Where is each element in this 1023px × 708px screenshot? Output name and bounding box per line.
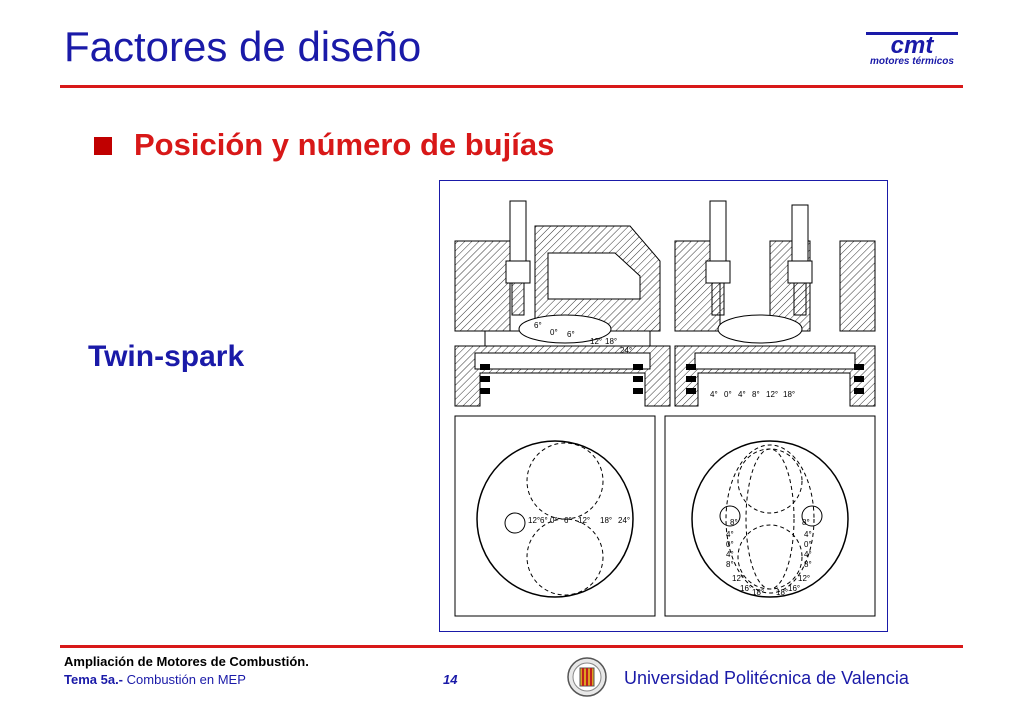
right-top-right-label: 8° xyxy=(802,518,810,527)
left-section-label: 6° xyxy=(567,330,575,339)
left-section-label: 0° xyxy=(550,328,558,337)
left-section-label: 6° xyxy=(534,321,542,330)
header-divider xyxy=(60,85,963,88)
right-section-label: 12° xyxy=(766,390,778,399)
single-spark-section: 6° 0° 6° 12° 18° 24° xyxy=(454,200,671,407)
tema-text: Combustión en MEP xyxy=(126,672,246,687)
bullet-heading: Posición y número de bujías xyxy=(134,127,555,162)
left-top-label: 6° xyxy=(540,516,548,525)
page-number: 14 xyxy=(443,672,458,687)
tema-label: Tema 5a.- xyxy=(64,672,124,687)
right-section-label: 18° xyxy=(783,390,795,399)
right-top-view-frame xyxy=(664,415,876,617)
twin-spark-section: 4° 0° 4° 8° 12° 18° xyxy=(674,200,876,407)
right-top-right-label: 4° xyxy=(804,530,812,539)
right-top-right-label: 8° xyxy=(804,560,812,569)
left-top-label: 12° xyxy=(578,516,590,525)
right-section-label: 0° xyxy=(724,390,732,399)
university-name: Universidad Politécnica de Valencia xyxy=(624,668,909,688)
right-section-label: 4° xyxy=(738,390,746,399)
twin-spark-label: Twin-spark xyxy=(88,340,245,373)
right-section-label: 8° xyxy=(752,390,760,399)
right-top-right-label: 16° xyxy=(788,584,800,593)
cmt-logo-mark: cmt xyxy=(866,32,958,59)
engine-diagram: 6° 0° 6° 12° 18° 24° 4 xyxy=(454,200,876,617)
bullet-square-icon xyxy=(94,137,112,155)
right-top-right-label: 0° xyxy=(804,540,812,549)
right-top-right-label: 12° xyxy=(798,574,810,583)
course-title: Ampliación de Motores de Combustión. xyxy=(64,654,309,669)
university-seal-icon xyxy=(567,657,607,697)
left-top-label: 6° xyxy=(564,516,572,525)
right-top-left-label: 12° xyxy=(732,574,744,583)
right-section-label: 4° xyxy=(710,390,718,399)
left-section-label: 12° xyxy=(590,337,602,346)
left-section-label: 24° xyxy=(620,346,632,355)
left-top-label: 12° xyxy=(528,516,540,525)
single-spark-top-view: 12° 6° 0° 6° 12° 18° 24° xyxy=(476,440,634,598)
cmt-logo: cmt motores térmicos xyxy=(862,30,962,74)
logo-text: cmt xyxy=(891,32,935,58)
logo-subtitle: motores térmicos xyxy=(870,56,954,67)
page-title: Factores de diseño xyxy=(64,23,422,70)
left-top-view-frame xyxy=(454,415,656,617)
right-top-left-label: 0° xyxy=(726,540,734,549)
right-top-right-label: 4° xyxy=(804,550,812,559)
right-top-left-label: 8° xyxy=(730,518,738,527)
tema-line: Tema 5a.- Combustión en MEP xyxy=(64,672,246,687)
footer-divider xyxy=(60,645,963,648)
right-top-left-label: 8° xyxy=(726,560,734,569)
engine-diagram-figure: 6° 0° 6° 12° 18° 24° 4 xyxy=(439,180,888,632)
left-top-label: 24° xyxy=(618,516,630,525)
right-top-right-label: 18° xyxy=(776,588,788,597)
right-top-left-label: 4° xyxy=(726,530,734,539)
left-section-label: 18° xyxy=(605,337,617,346)
left-top-label: 18° xyxy=(600,516,612,525)
right-top-left-label: 4° xyxy=(726,550,734,559)
left-top-label: 0° xyxy=(550,516,558,525)
twin-spark-top-view: 8° 4° 0° 4° 8° 12° 16° 18° 8° 4° 0° 4° 8… xyxy=(691,440,849,598)
right-top-left-label: 16° xyxy=(740,584,752,593)
right-top-left-label: 18° xyxy=(752,588,764,597)
